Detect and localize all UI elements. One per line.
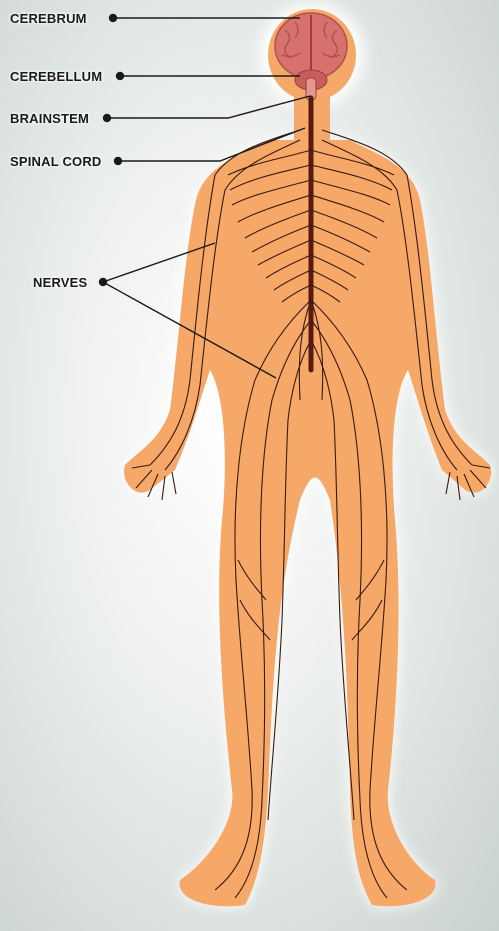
label-brainstem: BRAINSTEM	[10, 111, 89, 126]
label-nerves: NERVES	[33, 275, 87, 290]
label-spinal-cord: SPINAL CORD	[10, 154, 102, 169]
label-cerebellum: CEREBELLUM	[10, 69, 102, 84]
label-cerebrum: CEREBRUM	[10, 11, 87, 26]
body-silhouette	[124, 3, 491, 906]
